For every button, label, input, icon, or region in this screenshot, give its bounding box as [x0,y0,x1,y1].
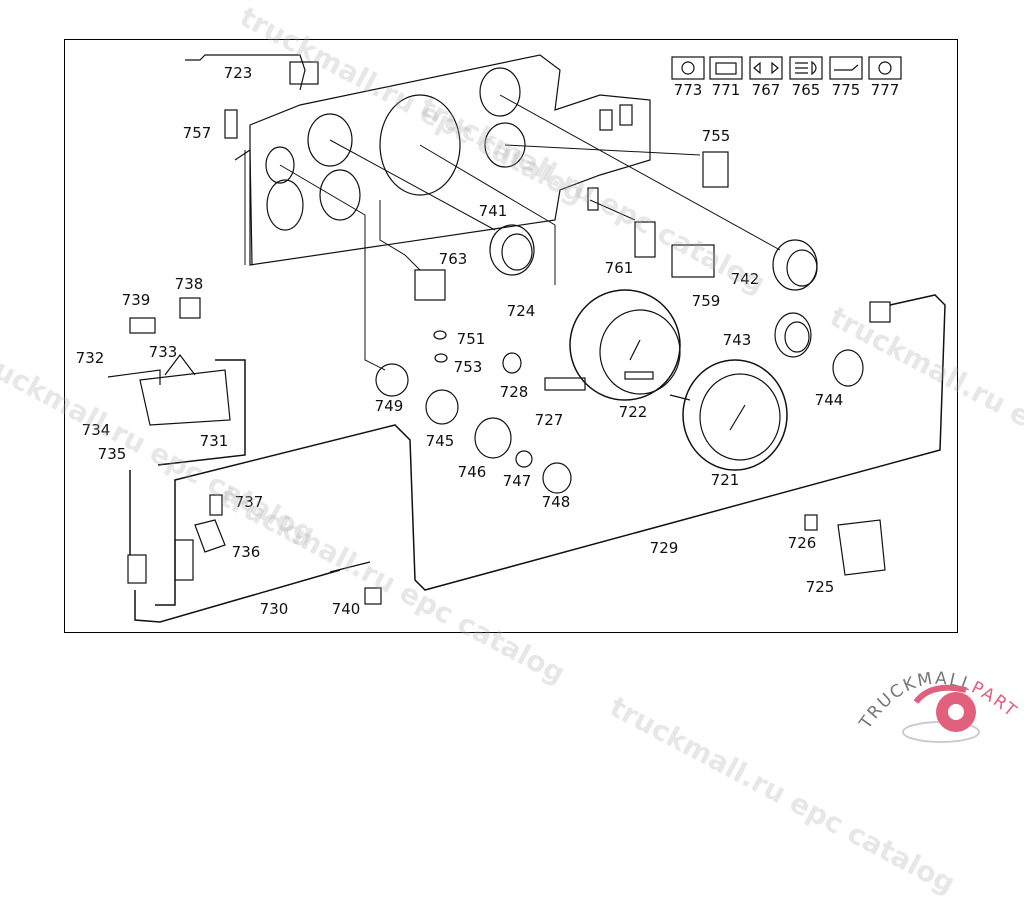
battery-icon [709,56,743,80]
indicator-icons [671,56,902,80]
callout-label: 777 [870,81,900,99]
callout-label: 767 [751,81,781,99]
callout-label: 736 [231,543,261,561]
truckmall-parts-logo: TRUCKMALLPARTS [850,637,1022,748]
callout-label: 751 [456,330,486,348]
callout-label: 724 [506,302,536,320]
instrument-panel-exploded-diagram [107,54,946,623]
callout-label: 721 [710,471,740,489]
leader-lines [244,94,781,371]
callout-label: 734 [81,421,111,439]
callout-label: 746 [457,463,487,481]
callout-label: 731 [199,432,229,450]
callout-label: 753 [453,358,483,376]
callout-label: 739 [121,291,151,309]
diagram-frame [64,39,958,633]
callout-label: 747 [502,472,532,490]
callout-label: 740 [331,600,361,618]
callout-label: 730 [259,600,289,618]
high-beam-icon [789,56,823,80]
callout-label: 765 [791,81,821,99]
callout-label: 727 [534,411,564,429]
cap-744 [832,349,864,387]
callout-label: 742 [730,270,760,288]
callout-label: 735 [97,445,127,463]
tachograph-722 [569,289,681,401]
callout-label: 732 [75,349,105,367]
callout-label: 749 [374,397,404,415]
callout-label: 728 [499,383,529,401]
speedometer-721 [669,359,788,471]
gear-icon [902,684,980,743]
callout-label: 755 [701,127,731,145]
callout-label: 773 [673,81,703,99]
callout-label: 737 [234,493,264,511]
callout-label: 748 [541,493,571,511]
callout-label: 726 [787,534,817,552]
clock-743 [774,312,812,358]
callout-label: 761 [604,259,634,277]
callout-label: 771 [711,81,741,99]
dashboard-housing [234,54,651,266]
callout-label: 725 [805,578,835,596]
callout-label: 738 [174,275,204,293]
callout-label: 744 [814,391,844,409]
oil-pressure-icon [829,56,863,80]
callout-label: 729 [649,539,679,557]
callout-label: 722 [618,403,648,421]
callout-label: 743 [722,331,752,349]
callout-label: 733 [148,343,178,361]
callout-label: 723 [223,64,253,82]
warning-circle-icon [671,56,705,80]
callout-label: 775 [831,81,861,99]
cables [129,294,946,623]
gauge-742 [772,239,818,291]
callout-label: 763 [438,250,468,268]
callout-label: 759 [691,292,721,310]
turn-signal-icon [749,56,783,80]
callout-label: 741 [478,202,508,220]
gauge-741 [489,224,535,276]
callout-label: 757 [182,124,212,142]
callout-label: 745 [425,432,455,450]
fan-icon [868,56,902,80]
